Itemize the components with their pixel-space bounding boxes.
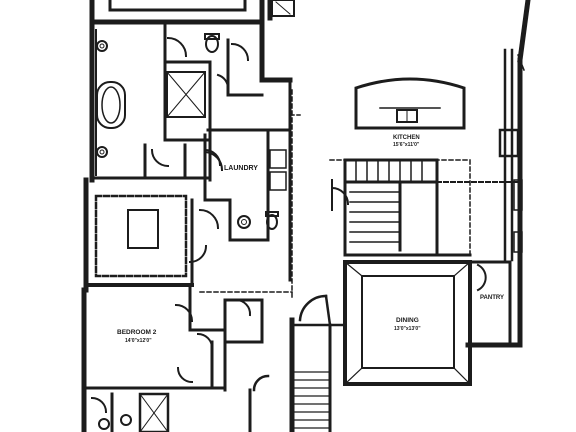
bathtub: [96, 81, 126, 129]
bath-fixtures: [95, 29, 250, 176]
kitchen-dimensions: 15'6"x11'0": [393, 142, 420, 148]
bedroom-2-dimensions: 14'0"x12'0": [125, 338, 152, 344]
room-labels: LAUNDRY KITCHEN 15'6"x11'0" BEDROOM 2 14…: [117, 135, 504, 344]
staircase: [330, 158, 521, 257]
bed: [127, 209, 159, 249]
dining-dimensions: 13'0"x13'0": [394, 326, 421, 332]
top-room: [108, 0, 295, 17]
sink: [96, 146, 108, 158]
bedroom-2: [82, 283, 264, 392]
bedroom-2-label: BEDROOM 2: [117, 329, 157, 336]
toilet: [205, 35, 219, 53]
laundry-area: [198, 128, 292, 282]
master-bath: [90, 20, 292, 182]
kitchen-island: [354, 77, 466, 130]
kitchen-counter: [498, 48, 525, 262]
middle-bedroom: [84, 194, 194, 287]
sink: [237, 215, 251, 229]
powder-room: [188, 211, 279, 264]
sink: [98, 418, 110, 430]
dining-room: [343, 260, 472, 386]
dining-label: DINING: [396, 317, 419, 324]
toilet: [120, 414, 132, 426]
exterior-walls: [81, 0, 531, 432]
beam-lines: [199, 89, 471, 301]
pantry: [468, 260, 512, 347]
foyer: [248, 294, 347, 432]
sink: [96, 40, 108, 52]
kitchen-label: KITCHEN: [393, 135, 420, 141]
pantry-label: PANTRY: [480, 295, 504, 301]
laundry-label: LAUNDRY: [224, 165, 258, 172]
lower-bath: [90, 392, 170, 432]
